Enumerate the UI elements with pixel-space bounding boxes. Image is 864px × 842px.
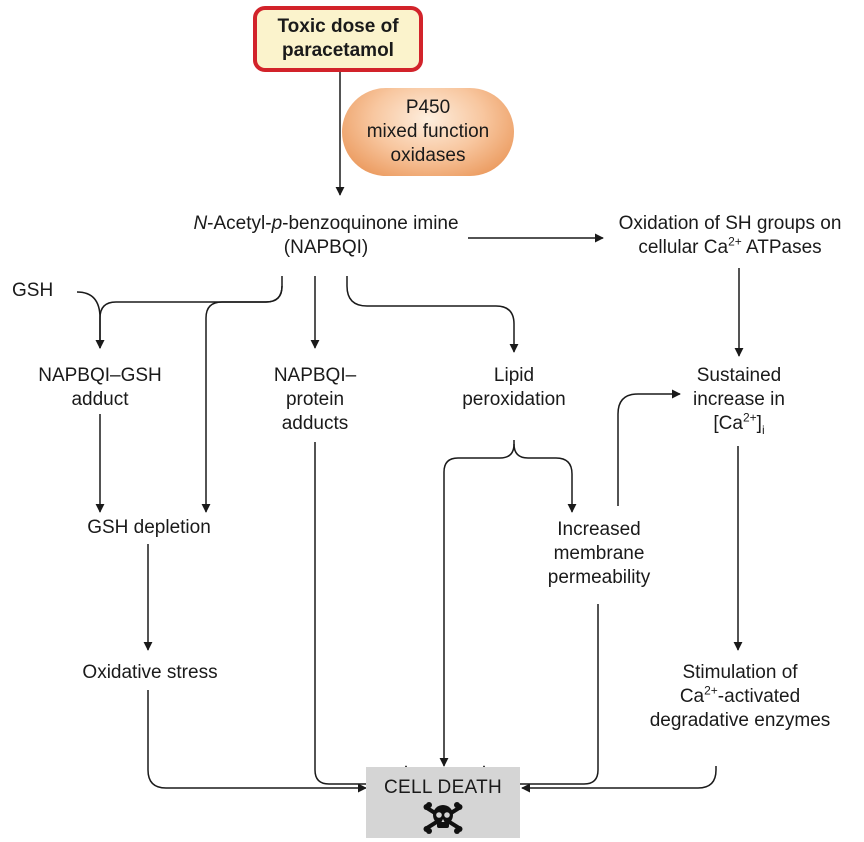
- gsh-depletion-node: GSH depletion: [87, 517, 211, 538]
- arrow-gsh-to-napbqi-gsh-adduct: [76, 291, 105, 349]
- stimulation-line2-post: -activated: [717, 686, 801, 707]
- arrow-oxidative-stress-to-cell-death: [147, 690, 367, 793]
- cell-death-label: CELL DEATH: [383, 777, 503, 798]
- napbqi-gsh-line2: adduct: [71, 389, 129, 410]
- napbqi-protein-line2: protein: [285, 389, 345, 410]
- stimulation-line3: degradative enzymes: [649, 710, 831, 731]
- oxidation-sh-line2-pre: cellular Ca: [638, 237, 729, 258]
- napbqi-rest: -benzoquinone imine: [282, 213, 459, 234]
- membrane-line2: membrane: [553, 543, 645, 564]
- oxidation-sh-node: Oxidation of SH groups on cellular Ca2+ …: [596, 212, 864, 260]
- napbqi-gsh-adduct-node: NAPBQI–GSH adduct: [20, 364, 180, 412]
- membrane-permeability-node: Increased membrane permeability: [520, 518, 678, 590]
- p450-line1: P450: [405, 97, 451, 118]
- napbqi-p-prefix: p: [271, 213, 283, 234]
- napbqi-abbrev: (NAPBQI): [283, 237, 369, 258]
- arrow-protein-adducts-to-cell-death: [314, 442, 411, 799]
- napbqi-gsh-line1: NAPBQI–GSH: [38, 365, 162, 386]
- napbqi-sep: -Acetyl-: [207, 213, 272, 234]
- lipid-peroxidation-node: Lipid peroxidation: [450, 364, 578, 412]
- sustained-line3-post: ]: [756, 413, 762, 434]
- membrane-line1: Increased: [557, 519, 641, 540]
- sustained-ca-node: Sustained increase in [Ca2+]i: [674, 364, 804, 436]
- gsh-node: GSH: [12, 280, 54, 301]
- p450-line3: oxidases: [390, 145, 466, 166]
- lipid-line2: peroxidation: [462, 389, 566, 410]
- napbqi-protein-line1: NAPBQI–: [273, 365, 357, 386]
- oxidation-sh-line1: Oxidation of SH groups on: [618, 213, 842, 234]
- sustained-line3-pre: [Ca: [713, 413, 743, 434]
- sustained-sup: 2+: [742, 410, 757, 425]
- napbqi-n-prefix: N: [193, 213, 208, 234]
- p450-line2: mixed function: [366, 121, 490, 142]
- napbqi-protein-adducts-node: NAPBQI– protein adducts: [250, 364, 380, 436]
- arrow-napbqi-to-napbqi-gsh-adduct: [95, 276, 283, 349]
- toxic-dose-paracetamol-box: Toxic dose of paracetamol: [253, 6, 423, 72]
- arrow-lipid-peroxidation-to-membrane-permeability: [513, 443, 577, 513]
- arrow-membrane-permeability-to-sustained-ca: [617, 389, 681, 506]
- napbqi-protein-line3: adducts: [281, 413, 349, 434]
- p450-enzyme-pill: P450 mixed function oxidases: [342, 88, 514, 176]
- sustained-line2: increase in: [693, 389, 785, 410]
- sustained-line1: Sustained: [696, 365, 782, 386]
- oxidation-sh-sup: 2+: [728, 234, 742, 249]
- oxidation-sh-line2-post: ATPases: [741, 237, 822, 258]
- toxic-dose-line1: Toxic dose of: [277, 16, 399, 37]
- toxic-dose-line2: paracetamol: [282, 40, 394, 61]
- napbqi-node: N-Acetyl-p-benzoquinone imine (NAPBQI): [178, 212, 474, 260]
- cell-death-box: CELL DEATH: [366, 767, 520, 838]
- oxidative-stress-node: Oxidative stress: [82, 662, 218, 683]
- stimulation-enzymes-node: Stimulation of Ca2+-activated degradativ…: [634, 661, 846, 733]
- stimulation-line2-pre: Ca: [679, 686, 705, 707]
- arrow-lipid-peroxidation-to-cell-death: [439, 440, 515, 767]
- stimulation-sup: 2+: [704, 683, 718, 698]
- membrane-line3: permeability: [547, 567, 651, 588]
- arrow-napbqi-to-lipid-peroxidation: [346, 276, 519, 353]
- arrow-stimulation-to-cell-death: [521, 766, 717, 793]
- sustained-sub: i: [761, 422, 765, 437]
- arrow-napbqi-to-gsh-depletion: [201, 285, 283, 513]
- lipid-line1: Lipid: [493, 365, 535, 386]
- stimulation-line1: Stimulation of: [682, 662, 798, 683]
- skull-crossbones-icon: [423, 802, 463, 834]
